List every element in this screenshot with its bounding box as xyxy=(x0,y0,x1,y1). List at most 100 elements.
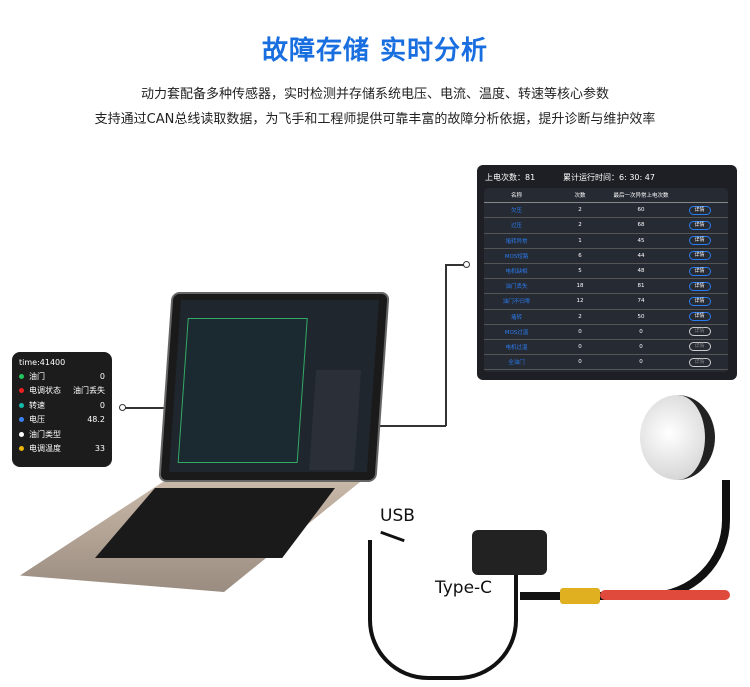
fault-count: 0 xyxy=(578,359,582,366)
col-last: 最后一次异常上电次数 xyxy=(613,193,669,200)
live-value: 48.2 xyxy=(87,415,105,425)
fault-name: 电机过温 xyxy=(505,344,528,351)
fault-last: 60 xyxy=(637,207,645,214)
fault-last: 45 xyxy=(637,237,645,244)
fault-last: 0 xyxy=(639,359,643,366)
table-row: 油门丢失 18 81 详情 xyxy=(484,279,728,295)
details-button[interactable]: 详情 xyxy=(688,357,711,367)
col-count: 次数 xyxy=(574,193,586,200)
live-label: 电压 xyxy=(29,415,45,425)
live-item: 电压 48.2 xyxy=(19,413,105,428)
live-value: 0 xyxy=(99,400,105,410)
fault-last: 50 xyxy=(637,313,645,320)
fault-name: 电机缺相 xyxy=(505,269,528,276)
fault-name: 油门不归零 xyxy=(502,299,531,306)
fault-count: 2 xyxy=(578,207,582,214)
fault-count: 18 xyxy=(576,283,584,290)
details-button[interactable]: 详情 xyxy=(688,342,711,352)
fault-count: 0 xyxy=(578,328,582,335)
fault-last: 0 xyxy=(639,328,643,335)
fault-count: 0 xyxy=(578,343,582,350)
details-button[interactable]: 详情 xyxy=(688,220,711,230)
table-header: 名称 次数 最后一次异常上电次数 xyxy=(484,188,728,204)
live-value: 33 xyxy=(94,444,105,454)
live-item: 电调状态 油门丢失 xyxy=(19,384,105,399)
red-power-wire xyxy=(600,590,730,600)
live-label: 油门 xyxy=(29,371,45,381)
details-button[interactable]: 详情 xyxy=(688,251,711,261)
table-row: 堵转 2 50 详情 xyxy=(484,310,728,325)
fault-last: 68 xyxy=(637,222,645,229)
live-item: 电调温度 33 xyxy=(19,442,105,457)
fault-name: 堵转 xyxy=(510,314,522,321)
fault-count: 6 xyxy=(578,252,582,259)
fault-last: 44 xyxy=(637,252,645,259)
details-button[interactable]: 详情 xyxy=(688,266,711,276)
esc-cable xyxy=(520,480,730,600)
table-row: MOS短路 6 44 详情 xyxy=(484,249,728,264)
fault-record-panel: 上电次数：81 累计运行时间：6: 30: 47 名称 次数 最后一次异常上电次… xyxy=(477,165,737,380)
motor xyxy=(640,395,715,480)
usb-cable xyxy=(368,540,518,680)
fault-name: 过压 xyxy=(510,223,522,230)
live-item: 转速 0 xyxy=(19,398,105,413)
table-row: 电机过温 0 0 详情 xyxy=(484,340,728,356)
fault-name: 全油门 xyxy=(508,360,525,367)
table-row: 欠压 2 60 详情 xyxy=(484,203,728,219)
page-title: 故障存储 实时分析 xyxy=(261,36,489,66)
laptop-screen-software xyxy=(168,300,380,472)
live-item: 油门 0 xyxy=(19,369,105,384)
fault-name: 堵转异常 xyxy=(505,238,528,245)
fault-count: 1 xyxy=(578,237,582,244)
details-button[interactable]: 详情 xyxy=(688,281,711,291)
live-time: time:41400 xyxy=(19,358,66,367)
xt-connector xyxy=(560,588,600,604)
table-row: 电机缺相 5 48 详情 xyxy=(484,264,728,280)
live-label: 转速 xyxy=(29,400,45,410)
live-label: 电调状态 xyxy=(29,386,61,396)
live-label: 电调温度 xyxy=(29,444,61,454)
fault-name: 欠压 xyxy=(510,208,522,215)
fault-last: 74 xyxy=(637,298,645,305)
details-button[interactable]: 详情 xyxy=(688,296,711,306)
details-button[interactable]: 详情 xyxy=(688,205,711,215)
fault-count: 2 xyxy=(578,222,582,229)
fault-last: 0 xyxy=(639,343,643,350)
fault-count: 12 xyxy=(576,298,584,305)
fault-last: 81 xyxy=(637,283,645,290)
table-row: 堵转异常 1 45 详情 xyxy=(484,234,728,249)
fault-last: 48 xyxy=(637,268,645,275)
runtime-value: 6: 30: 47 xyxy=(619,173,655,182)
details-button[interactable]: 详情 xyxy=(688,236,711,246)
table-row: 油门不归零 12 74 详情 xyxy=(484,294,728,310)
fault-count: 2 xyxy=(578,313,582,320)
fault-name: MOS短路 xyxy=(504,253,529,260)
table-row: 过压 2 68 详情 xyxy=(484,218,728,234)
fault-name: MOS过温 xyxy=(504,329,529,336)
status-dot-icon xyxy=(19,402,24,408)
runtime-label: 累计运行时间： xyxy=(563,173,619,182)
live-label: 油门类型 xyxy=(29,429,61,439)
status-dot-icon xyxy=(19,388,24,394)
status-dot-icon xyxy=(19,417,24,423)
live-item: 油门类型 xyxy=(19,427,105,442)
status-dot-icon xyxy=(19,373,24,379)
live-value: 0 xyxy=(99,371,105,381)
usb-label: USB xyxy=(380,506,415,526)
details-button[interactable]: 详情 xyxy=(688,327,711,337)
col-name: 名称 xyxy=(510,193,522,200)
table-row: MOS过温 0 0 详情 xyxy=(484,325,728,340)
fault-name: 油门丢失 xyxy=(505,284,528,291)
live-value: 油门丢失 xyxy=(73,386,105,396)
fault-count: 5 xyxy=(578,268,582,275)
table-row: 全油门 0 0 详情 xyxy=(484,355,728,371)
subtitle-line-2: 支持通过CAN总线读取数据，为飞手和工程师提供可靠丰富的故障分析依据，提升诊断与… xyxy=(94,112,656,127)
details-button[interactable]: 详情 xyxy=(688,312,711,322)
status-dot-icon xyxy=(19,431,24,437)
status-dot-icon xyxy=(19,446,24,452)
subtitle-line-1: 动力套配备多种传感器，实时检测并存储系统电压、电流、温度、转速等核心参数 xyxy=(140,87,609,102)
runtime: 累计运行时间：6: 30: 47 xyxy=(563,172,655,183)
live-data-panel: time:41400 油门 0 电调状态 油门丢失转速 0 电压 48.2 油门类型电调温度 3… xyxy=(12,352,112,467)
power-on-count: 上电次数：81 xyxy=(485,173,536,182)
